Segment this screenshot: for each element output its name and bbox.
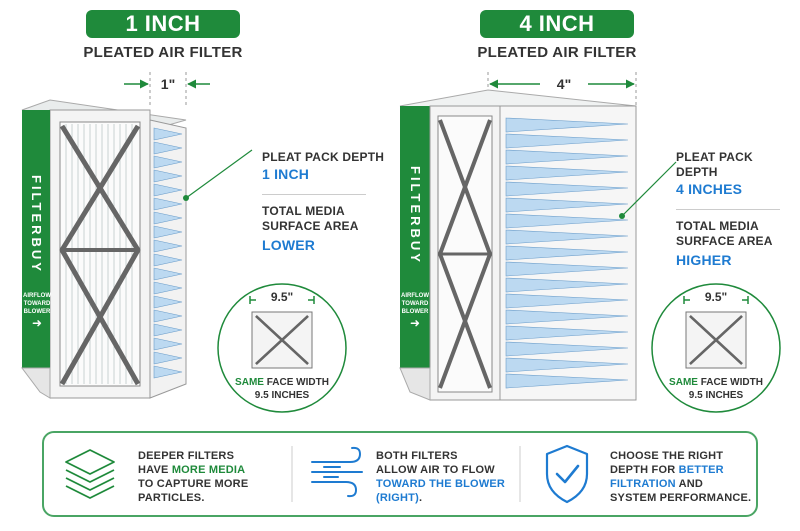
media-label-1: TOTAL MEDIA <box>262 204 345 218</box>
notes-4-inch: PLEAT PACK DEPTH 4 INCHES TOTAL MEDIA SU… <box>676 150 796 269</box>
media-label-2: SURFACE AREA <box>676 234 773 248</box>
brand-label-right: FILTERBUY <box>408 166 423 265</box>
pleat-depth-label: PLEAT PACK DEPTH <box>676 150 753 179</box>
media-value: LOWER <box>262 237 316 253</box>
arrow-right-icon: ➜ <box>31 316 43 330</box>
wind-icon <box>311 446 363 498</box>
subtitle-4-inch: PLEATED AIR FILTER <box>477 44 637 61</box>
face-dim-4-inch: 9.5" <box>704 290 728 304</box>
face-dim-1-inch: 9.5" <box>270 290 294 304</box>
title-4-inch: 4 INCH <box>480 10 634 38</box>
face-caption-1-inch: SAME FACE WIDTH 9.5 INCHES <box>235 377 329 401</box>
media-value: HIGHER <box>676 252 732 268</box>
depth-dimension-1-inch <box>124 72 210 108</box>
pleat-depth-value: 4 INCHES <box>676 181 743 197</box>
depth-label-4-inch: 4" <box>556 76 572 92</box>
layers-icon <box>65 449 115 499</box>
depth-dimension-4-inch <box>487 72 637 108</box>
brand-label-left: FILTERBUY <box>29 175 44 274</box>
info-more-media: DEEPER FILTERS HAVE MORE MEDIA TO CAPTUR… <box>138 450 249 504</box>
face-caption-4-inch: SAME FACE WIDTH 9.5 INCHES <box>669 377 763 401</box>
info-airflow: BOTH FILTERS ALLOW AIR TO FLOW TOWARD TH… <box>376 450 506 504</box>
shield-check-icon <box>545 444 589 504</box>
notes-1-inch: PLEAT PACK DEPTH 1 INCH TOTAL MEDIA SURF… <box>262 150 402 254</box>
title-1-inch: 1 INCH <box>86 10 240 38</box>
info-choose-depth: CHOOSE THE RIGHT DEPTH FOR BETTER FILTRA… <box>610 450 752 504</box>
face-width-callout-4-inch <box>651 283 781 413</box>
pleat-depth-label: PLEAT PACK DEPTH <box>262 150 385 164</box>
media-label-2: SURFACE AREA <box>262 219 359 233</box>
pleat-depth-value: 1 INCH <box>262 166 310 182</box>
filter-4-inch <box>399 89 677 401</box>
arrow-right-icon: ➜ <box>409 316 421 330</box>
subtitle-1-inch: PLEATED AIR FILTER <box>83 44 243 61</box>
filter-1-inch <box>21 99 253 399</box>
depth-label-1-inch: 1" <box>160 76 176 92</box>
media-label-1: TOTAL MEDIA <box>676 219 759 233</box>
face-width-callout-1-inch <box>217 283 347 413</box>
info-panel <box>42 431 758 517</box>
